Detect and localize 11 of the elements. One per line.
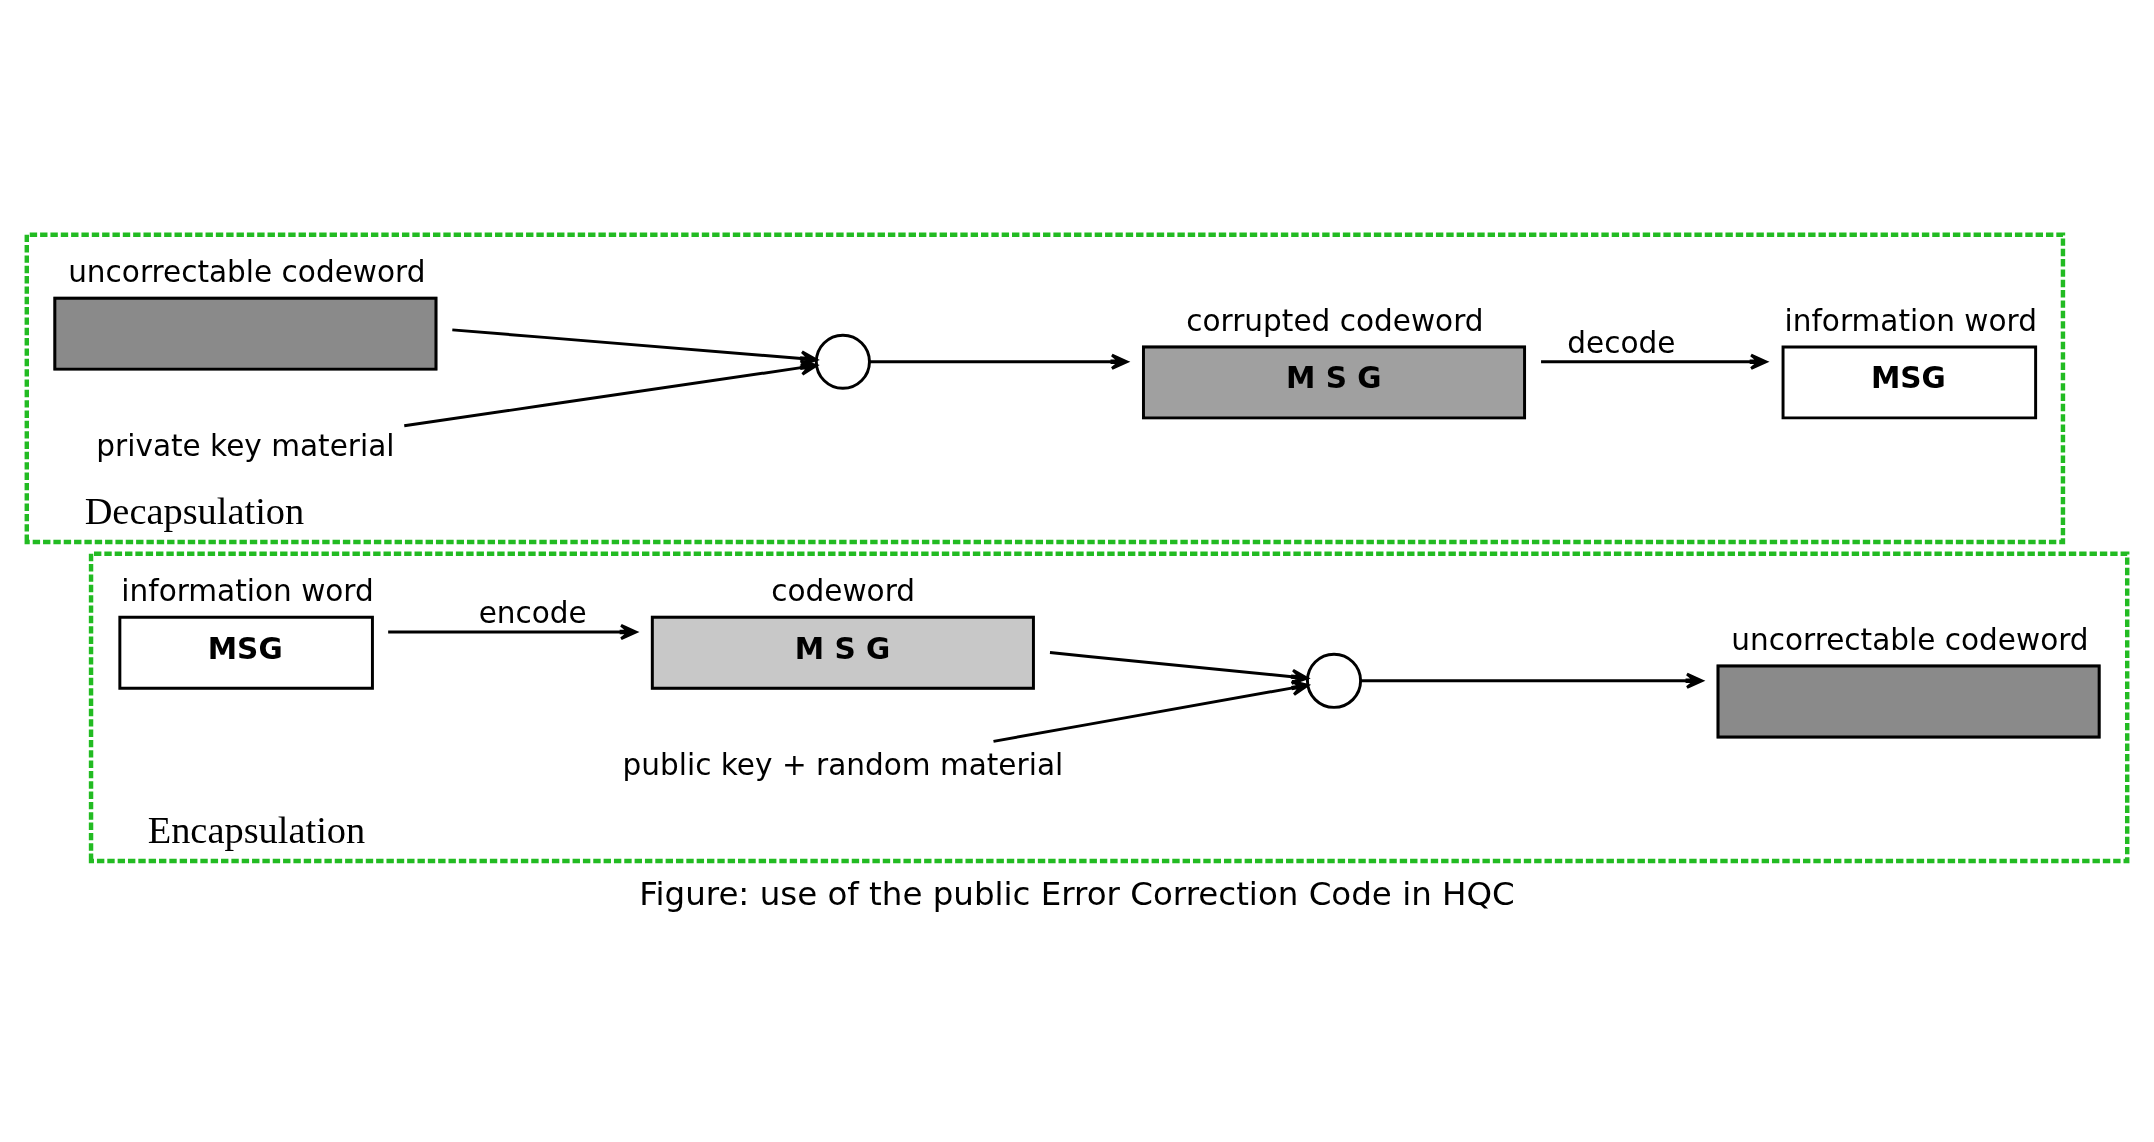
edge-label: decode xyxy=(1567,325,1676,360)
edge-label: encode xyxy=(478,595,587,630)
node-label: uncorrectable codeword xyxy=(1731,622,2089,657)
node-label: corrupted codeword xyxy=(1186,303,1484,338)
node-label: information word xyxy=(1784,303,2037,338)
node-label: information word xyxy=(121,573,374,608)
node-text: private key material xyxy=(96,428,395,463)
node-label: uncorrectable codeword xyxy=(68,254,426,289)
node-label: codeword xyxy=(771,573,916,608)
caption: Figure: use of the public Error Correction Code in HQC xyxy=(639,874,1515,913)
node-text: public key + random material xyxy=(622,747,1064,782)
